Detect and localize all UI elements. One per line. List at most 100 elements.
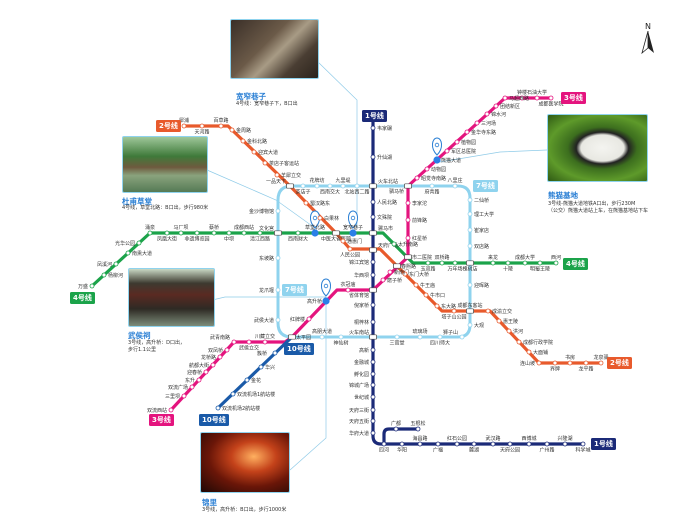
station-l3-14[interactable]: 李家沱 (405, 200, 427, 207)
station-l3-3[interactable]: 马超西路 (502, 95, 529, 102)
station-l1-1[interactable]: 升仙湖 (370, 154, 392, 161)
station-l2-5[interactable]: 迎宾大道 (251, 149, 278, 156)
station-l7-24[interactable]: 高朋大道 (312, 328, 332, 340)
station-l2-24[interactable]: 洪河 (506, 328, 523, 335)
station-l3-2[interactable]: 钟楼 (517, 89, 527, 101)
station-l4-14[interactable]: 西南财大 (288, 230, 308, 243)
station-l3-29[interactable]: 双凤桥 (208, 347, 230, 354)
station-l2-4[interactable]: 金科北路 (240, 138, 267, 145)
station-l1-0[interactable]: 韦家碾 (370, 125, 392, 132)
line-7-badge-right[interactable]: 7号线 (473, 180, 498, 192)
station-l2-19[interactable]: 东大路 (434, 303, 456, 310)
line-3-badge-bottom[interactable]: 3号线 (149, 414, 174, 426)
station-l3-36[interactable]: 双流西站 (147, 407, 174, 414)
station-l3-11[interactable]: 动物园 (424, 166, 446, 173)
station-l3-34[interactable]: 双流广场 (168, 384, 195, 391)
station-l4-10[interactable]: 中坝 (224, 230, 234, 243)
station-l3-8[interactable]: 植物园 (454, 139, 476, 146)
station-l1-14[interactable]: 金融城 (354, 359, 376, 366)
station-l2-31[interactable]: 龙泉驿 (593, 354, 609, 366)
station-l3-35[interactable]: 三里坝 (165, 393, 187, 400)
station-l2-0[interactable]: 犀浦 (179, 117, 189, 129)
station-l1-8[interactable]: 华西坝 (354, 272, 376, 279)
station-l3-26[interactable]: 川藏立交 (255, 333, 275, 345)
station-l7-21[interactable]: 三官堂 (389, 334, 405, 347)
station-l4-27[interactable]: 成都大学 (515, 254, 535, 266)
station-l1-2[interactable]: 火车北站 (369, 178, 399, 189)
station-l3-15[interactable]: 前锋路 (405, 217, 427, 224)
station-l7-13[interactable]: 双店路 (467, 243, 489, 250)
station-l2-22[interactable]: 成渝立交 (485, 308, 512, 315)
station-l3-27[interactable]: 武侯立交 (239, 339, 259, 352)
station-l2-29[interactable]: 书房 (565, 354, 575, 366)
station-l2-7[interactable]: 羊犀立交 (274, 172, 301, 179)
station-l3-23[interactable]: 高升桥 (307, 298, 322, 305)
station-l10-4[interactable]: 双流机场1航站楼 (230, 391, 275, 398)
station-l4-2[interactable]: 凤溪河 (97, 261, 119, 268)
station-l3-1[interactable]: 石油大学 (527, 89, 547, 101)
station-l7-17[interactable]: 大观 (467, 322, 484, 329)
station-l3-20[interactable]: 磨子桥 (380, 277, 402, 284)
station-l4-7[interactable]: 马厂坝 (173, 224, 189, 236)
line-1-badge-bottom[interactable]: 1号线 (591, 438, 616, 450)
station-l2-12[interactable]: 通惠门 (340, 238, 362, 245)
station-l10-0[interactable] (288, 334, 296, 340)
station-l2-6[interactable]: 茶店子客运站 (262, 160, 299, 167)
location-pin-icon[interactable] (321, 278, 331, 305)
station-l1-11[interactable]: 桐梓林 (354, 319, 376, 326)
station-l3-12[interactable]: 昭觉寺南路 (414, 175, 446, 182)
station-l1-24[interactable]: 广福 (433, 441, 443, 454)
station-l4-9[interactable]: 蔡桥 (209, 224, 219, 236)
line-7-badge-left[interactable]: 7号线 (282, 284, 307, 296)
location-pin-icon[interactable] (310, 210, 320, 237)
station-l2-18[interactable]: 牛市口 (423, 292, 445, 299)
station-l1-18[interactable]: 天府三街 (349, 407, 376, 414)
line-10-badge-top[interactable]: 10号线 (284, 343, 314, 355)
station-l1-19[interactable]: 天府五街 (349, 418, 376, 425)
station-l3-31[interactable]: 航都大街 (189, 362, 216, 369)
station-l4-5[interactable]: 涌泉 (145, 224, 155, 236)
line-1-badge-top[interactable]: 1号线 (362, 110, 387, 122)
station-l1-20[interactable]: 华府大道 (349, 430, 376, 437)
station-l1-17[interactable]: 世纪城 (354, 394, 376, 401)
station-l4-11[interactable]: 成都西站 (234, 224, 254, 236)
station-l1-29[interactable]: 西博城 (521, 435, 537, 447)
line-10-badge-bottom[interactable]: 10号线 (199, 414, 229, 426)
station-l4-29[interactable]: 西河 (551, 254, 561, 266)
station-l1-34[interactable]: 五根松 (410, 420, 426, 432)
station-l10-5[interactable]: 双流机场2航站楼 (215, 405, 260, 412)
station-l3-22[interactable]: 衣冠庙 (340, 281, 356, 293)
station-l2-30[interactable]: 龙平路 (578, 360, 594, 373)
station-l2-17[interactable]: 牛王庙 (413, 282, 435, 289)
station-l7-9[interactable]: 八里庄 (447, 177, 463, 189)
station-l2-8[interactable]: 一品天下 (266, 179, 294, 189)
station-l7-20[interactable]: 琉璃场 (412, 328, 428, 340)
station-l3-17[interactable]: 市二医院 (404, 254, 433, 261)
station-l10-3[interactable]: 金花 (244, 377, 261, 384)
station-l3-10[interactable]: 熊猫大道 (441, 157, 461, 164)
station-l4-24[interactable]: 槐树店 (462, 260, 478, 273)
line-4-badge-left[interactable]: 4号线 (70, 292, 95, 304)
station-l1-25[interactable]: 红石公园 (447, 435, 467, 447)
station-l1-22[interactable]: 华阳 (397, 441, 407, 454)
station-l1-31[interactable]: 兴隆湖 (557, 435, 573, 447)
location-pin-icon[interactable] (348, 210, 358, 237)
station-l7-2[interactable]: 花牌坊 (309, 177, 325, 189)
station-l1-32[interactable]: 科学城 (575, 441, 591, 454)
station-l1-10[interactable]: 倪家桥 (354, 302, 376, 309)
station-l2-27[interactable]: 连山坡 (520, 360, 542, 367)
station-l4-4[interactable]: 光华公园 (115, 240, 142, 247)
station-l4-0[interactable]: 万盛 (78, 283, 95, 290)
station-l7-30[interactable]: 金沙博物馆 (249, 208, 281, 215)
station-l4-23[interactable]: 万年场 (447, 260, 463, 273)
station-l4-8[interactable]: 非遗博览园 (184, 230, 210, 243)
station-l4-12[interactable]: 清江西路 (250, 230, 270, 243)
station-l1-28[interactable]: 天府公园 (500, 441, 520, 454)
station-l1-30[interactable]: 广州路 (539, 441, 555, 454)
station-l7-11[interactable]: 理工大学 (467, 211, 494, 218)
station-l4-6[interactable]: 凤凰大街 (157, 230, 177, 243)
station-l4-19[interactable]: 太升南路 (391, 241, 418, 248)
station-l3-30[interactable]: 龙桥路 (201, 354, 223, 361)
station-l4-17[interactable]: 宽窄巷子 (343, 224, 363, 231)
line-2-badge-bottom[interactable]: 2号线 (607, 357, 632, 369)
